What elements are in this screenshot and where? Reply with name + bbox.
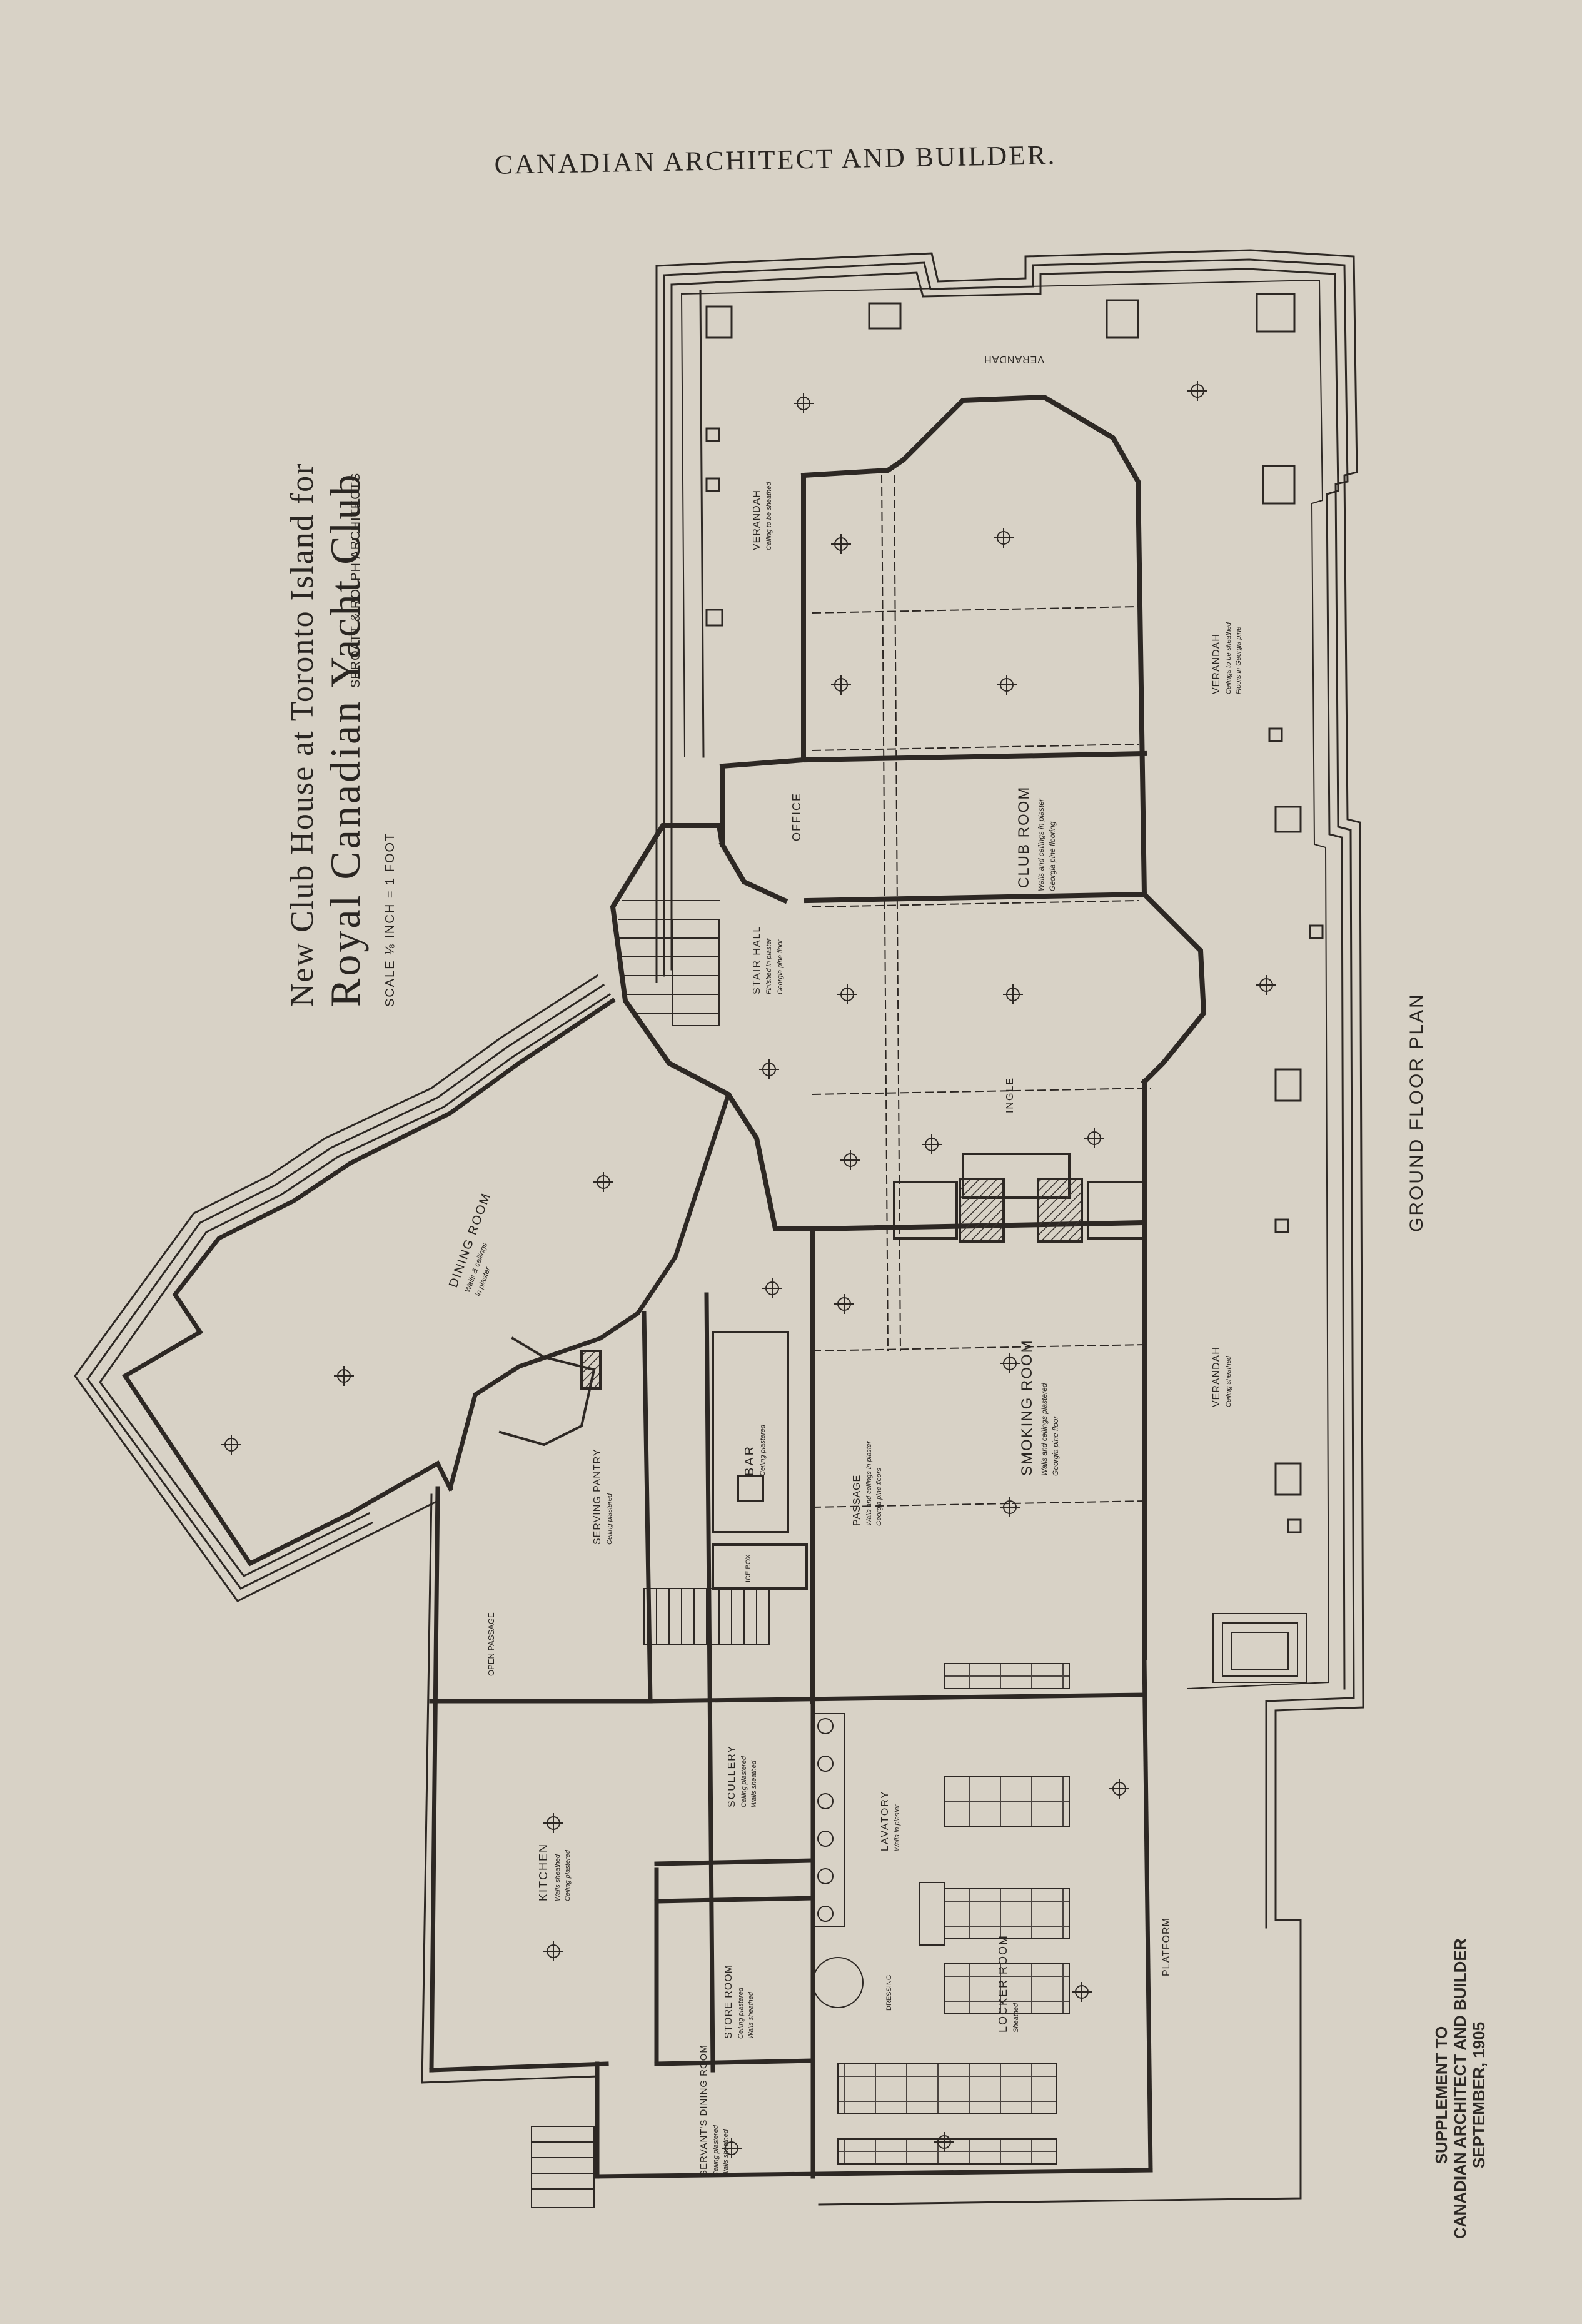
dining-room-walls — [122, 998, 732, 1567]
title-line1: New Club House at Toronto Island for — [285, 463, 320, 1007]
supplement-line1: SUPPLEMENT TO — [1432, 2026, 1451, 2165]
svg-text:Walls and ceilings plastered: Walls and ceilings plastered — [1040, 1383, 1049, 1476]
title-line2: Royal Canadian Yacht Club — [321, 472, 369, 1007]
svg-text:Ceiling plastered: Ceiling plastered — [606, 1493, 613, 1545]
svg-text:VERANDAH: VERANDAH — [752, 490, 762, 550]
locker-grids — [837, 1663, 1070, 2165]
svg-text:OFFICE: OFFICE — [790, 792, 803, 841]
svg-text:INGLE: INGLE — [1005, 1077, 1015, 1113]
svg-text:Ceiling plastered: Ceiling plastered — [564, 1849, 572, 1901]
scale-note: SCALE ⅛ INCH = 1 FOOT — [383, 832, 397, 1007]
svg-text:STORE ROOM: STORE ROOM — [723, 1964, 734, 2039]
svg-text:Georgia pine floor: Georgia pine floor — [1051, 1416, 1060, 1476]
verandah-piers — [705, 293, 1324, 1533]
svg-text:Walls and ceilings in plaster: Walls and ceilings in plaster — [865, 1440, 873, 1526]
ice-box-label: ICE BOX — [745, 1554, 752, 1582]
dining-room-outer-edge — [74, 974, 612, 1602]
svg-text:VERANDAH: VERANDAH — [984, 354, 1044, 365]
svg-text:GROUND FLOOR PLAN: GROUND FLOOR PLAN — [1406, 993, 1427, 1232]
ceiling-light-markers — [221, 381, 1276, 2158]
title-block: New Club House at Toronto Island for Roy… — [285, 463, 397, 1007]
svg-text:SERVING PANTRY: SERVING PANTRY — [592, 1448, 603, 1545]
inner-verandah-edge — [680, 279, 1330, 1690]
svg-text:VERANDAH: VERANDAH — [1211, 634, 1222, 694]
passage-label: PASSAGE Walls and ceilings in plaster Ge… — [852, 1440, 883, 1526]
store-room-label: STORE ROOM Ceiling plastered Walls sheat… — [723, 1964, 755, 2039]
club-room-label: CLUB ROOM Walls and ceilings in plaster … — [1015, 786, 1057, 891]
svg-text:Ceilings to be sheathed: Ceilings to be sheathed — [1225, 622, 1232, 694]
svg-text:Walls sheathed: Walls sheathed — [747, 1991, 755, 2039]
smoking-room-label: SMOKING ROOM Walls and ceilings plastere… — [1019, 1339, 1060, 1476]
verandah-steps — [1212, 1613, 1307, 1683]
platform-label: PLATFORM — [1161, 1917, 1172, 1976]
svg-text:Walls sheathed: Walls sheathed — [750, 1760, 758, 1807]
verandah-left-label: VERANDAH Ceiling to be sheathed — [752, 482, 773, 550]
verandah-right-label: VERANDAH Ceilings to be sheathed Floors … — [1211, 622, 1242, 694]
svg-text:SCULLERY: SCULLERY — [727, 1745, 737, 1807]
verandah-top-label: VERANDAH — [984, 354, 1044, 365]
svg-text:Georgia pine flooring: Georgia pine flooring — [1048, 821, 1057, 891]
service-wing-outer — [421, 1493, 598, 2084]
svg-text:SPROATT & ROLPH ARCHITECTS: SPROATT & ROLPH ARCHITECTS — [349, 473, 363, 688]
svg-text:SMOKING ROOM: SMOKING ROOM — [1019, 1339, 1035, 1476]
servants-dining-room-label: SERVANT'S DINING ROOM Ceiling plastered … — [698, 2044, 730, 2176]
svg-text:VERANDAH: VERANDAH — [1211, 1346, 1222, 1407]
ingle-label: INGLE — [1005, 1077, 1015, 1113]
svg-text:Walls sheathed: Walls sheathed — [554, 1854, 562, 1901]
locker-room-label: LOCKER ROOM Sheathed — [997, 1934, 1020, 2033]
dining-room-label: DINING ROOM Walls & ceilings in plaster — [446, 1191, 493, 1298]
open-passage-label: OPEN PASSAGE — [486, 1612, 496, 1676]
lavatory-label: LAVATORY Walls in plaster — [880, 1791, 901, 1851]
dining-bay-window — [498, 1336, 602, 1447]
supplement-line3: SEPTEMBER, 1905 — [1469, 2021, 1488, 2169]
dressing-label: DRESSING — [885, 1975, 893, 2011]
svg-text:Walls in plaster: Walls in plaster — [894, 1804, 901, 1851]
stairs — [618, 900, 720, 1026]
svg-text:Georgia pine floors: Georgia pine floors — [875, 1468, 883, 1526]
svg-text:PASSAGE: PASSAGE — [852, 1475, 862, 1526]
svg-text:Ceiling plastered: Ceiling plastered — [759, 1424, 767, 1476]
svg-text:OPEN PASSAGE: OPEN PASSAGE — [486, 1612, 496, 1676]
stair-hall-label: STAIR HALL Finished in plaster Georgia p… — [752, 926, 784, 994]
supplement-note: SUPPLEMENT TO CANADIAN ARCHITECT AND BUI… — [1432, 1938, 1488, 2240]
supplement-line2: CANADIAN ARCHITECT AND BUILDER — [1451, 1938, 1469, 2240]
svg-text:Floors in Georgia pine: Floors in Georgia pine — [1235, 627, 1242, 694]
scullery-label: SCULLERY Ceiling plastered Walls sheathe… — [727, 1745, 758, 1807]
kitchen-label: KITCHEN Walls sheathed Ceiling plastered — [537, 1843, 572, 1901]
plan-label: GROUND FLOOR PLAN — [1406, 993, 1427, 1232]
svg-text:Sheathed: Sheathed — [1012, 2003, 1020, 2033]
lavatory-fixtures — [812, 1713, 945, 2008]
svg-text:ICE BOX: ICE BOX — [745, 1554, 752, 1582]
svg-text:CLUB ROOM: CLUB ROOM — [1015, 786, 1032, 888]
office-label: OFFICE — [790, 792, 803, 841]
svg-text:BAR: BAR — [743, 1445, 757, 1476]
club-room-walls — [719, 394, 1207, 1086]
svg-text:DRESSING: DRESSING — [885, 1975, 893, 2011]
svg-text:Walls and ceilings in plaster: Walls and ceilings in plaster — [1037, 798, 1045, 891]
svg-text:Ceiling to be sheathed: Ceiling to be sheathed — [765, 482, 773, 550]
svg-text:KITCHEN: KITCHEN — [537, 1843, 550, 1901]
svg-text:PLATFORM: PLATFORM — [1161, 1917, 1172, 1976]
serving-pantry-label: SERVING PANTRY Ceiling plastered — [592, 1448, 613, 1545]
architects-credit: SPROATT & ROLPH ARCHITECTS — [349, 473, 363, 688]
svg-text:Ceiling plastered: Ceiling plastered — [740, 1756, 748, 1807]
svg-text:Ceiling plastered: Ceiling plastered — [737, 1987, 745, 2039]
back-stairs — [643, 1588, 770, 1645]
ingle-fireplace — [893, 1153, 1146, 1243]
svg-text:LAVATORY: LAVATORY — [880, 1791, 890, 1851]
svg-text:Ceiling plastered: Ceiling plastered — [712, 2124, 720, 2176]
svg-text:Finished in plaster: Finished in plaster — [765, 937, 773, 994]
svg-text:Ceiling sheathed: Ceiling sheathed — [1225, 1355, 1232, 1407]
beam-dashes — [812, 474, 1152, 1508]
svg-text:Walls sheathed: Walls sheathed — [722, 2129, 730, 2176]
svg-text:LOCKER ROOM: LOCKER ROOM — [997, 1934, 1009, 2033]
svg-text:SERVANT'S DINING ROOM: SERVANT'S DINING ROOM — [698, 2044, 709, 2176]
bar-label: BAR Ceiling plastered — [743, 1424, 767, 1476]
svg-text:Georgia pine floor: Georgia pine floor — [777, 939, 784, 994]
svg-text:STAIR HALL: STAIR HALL — [752, 926, 762, 994]
entry-steps — [531, 2126, 595, 2208]
verandah-lower-label: VERANDAH Ceiling sheathed — [1211, 1346, 1232, 1407]
